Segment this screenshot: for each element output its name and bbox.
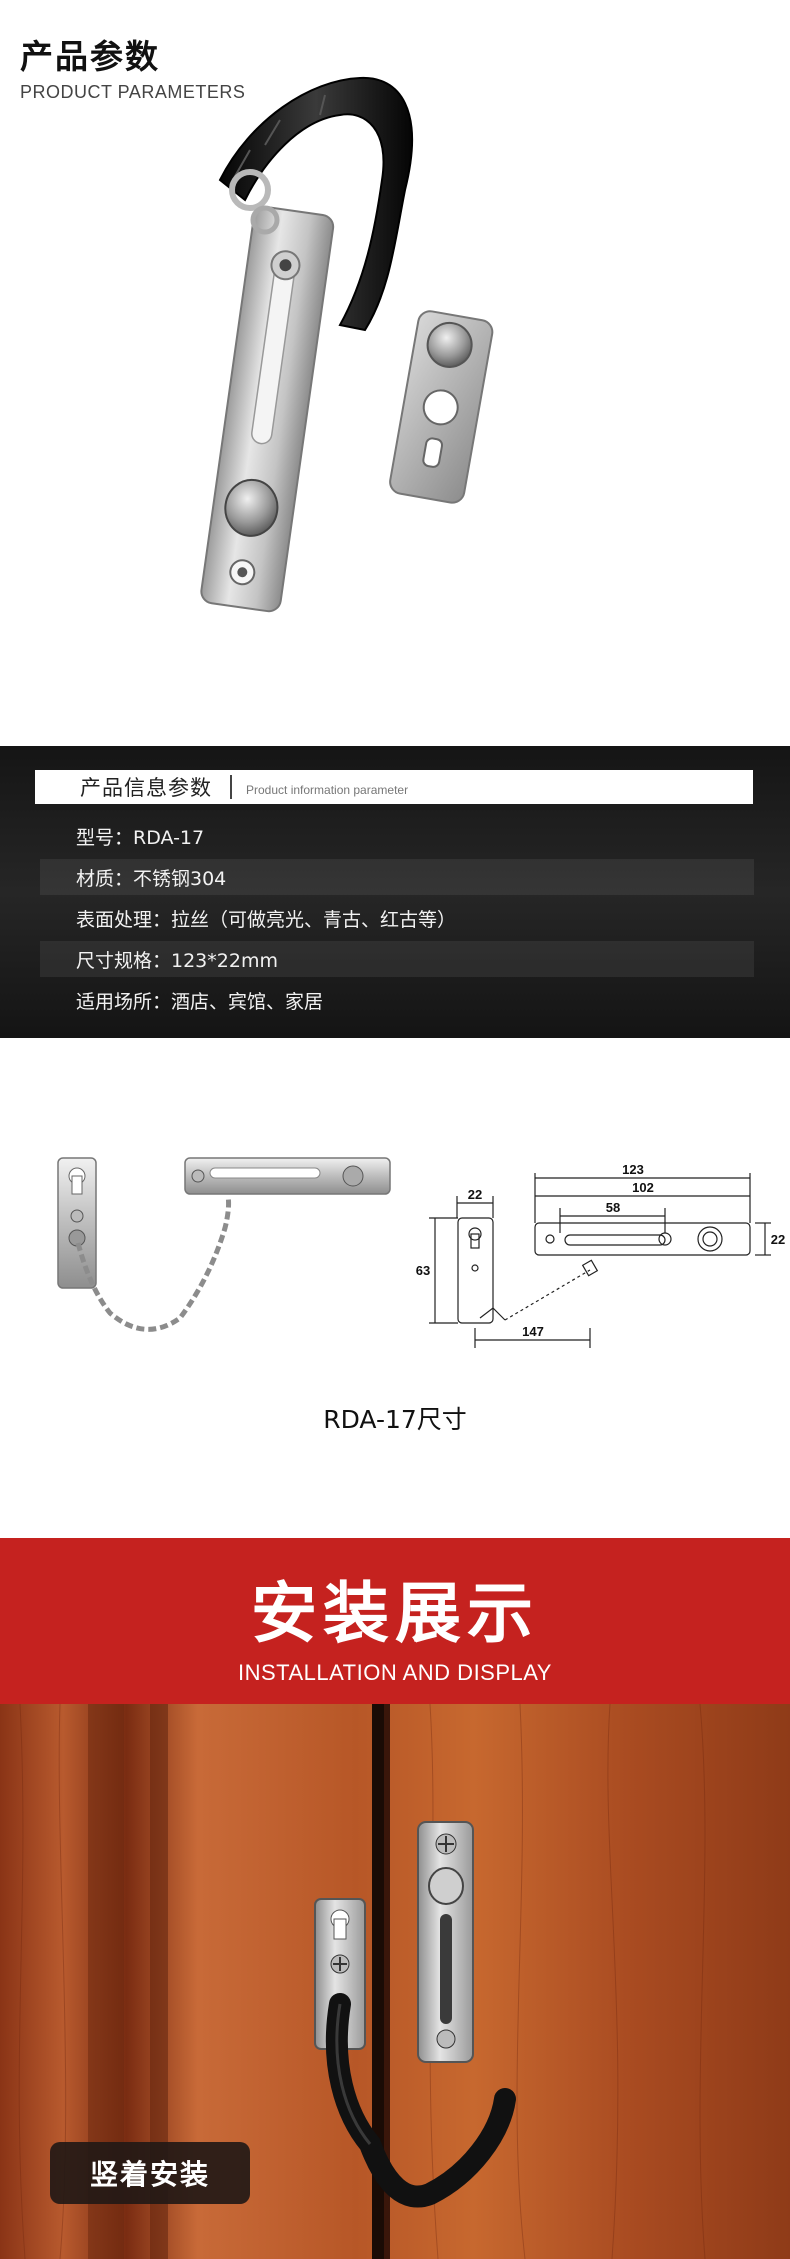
title-divider: [230, 775, 232, 799]
dimension-drawing: 123 102 58 22 22 63 147: [416, 1162, 785, 1348]
dim-58: 58: [606, 1200, 620, 1215]
param-text: 尺寸规格：123*22mm: [76, 949, 278, 972]
dimension-caption: RDA-17尺寸: [323, 1405, 467, 1434]
section-title: 产品参数: [20, 37, 160, 76]
param-row-size: 尺寸规格：123*22mm: [40, 941, 754, 977]
dim-22-top: 22: [468, 1187, 482, 1202]
info-title: 产品信息参数: [80, 776, 212, 800]
section-subtitle: PRODUCT PARAMETERS: [20, 82, 246, 102]
install-orientation-label: 竖着安装: [50, 2142, 250, 2204]
param-text: 材质：不锈钢304: [76, 867, 227, 890]
param-row-finish: 表面处理：拉丝（可做亮光、青古、红古等）: [40, 900, 754, 936]
param-row-material: 材质：不锈钢304: [40, 859, 754, 895]
dim-22-right: 22: [771, 1232, 785, 1247]
param-text: 型号：RDA-17: [76, 826, 205, 849]
banner-subtitle: INSTALLATION AND DISPLAY: [238, 1660, 552, 1685]
installation-banner: 安装展示 INSTALLATION AND DISPLAY: [0, 1538, 790, 1704]
chain-lock-photo: [57, 1157, 391, 1332]
dimension-section: 123 102 58 22 22 63 147 RDA-17尺寸: [0, 1038, 790, 1538]
param-row-usage: 适用场所：酒店、宾馆、家居: [40, 982, 754, 1018]
info-subtitle: Product information parameter: [246, 783, 409, 797]
door-chain-product-image: [200, 76, 494, 613]
dim-147: 147: [522, 1324, 544, 1339]
info-title-bar: 产品信息参数 Product information parameter: [35, 770, 753, 804]
section-header: 产品参数 PRODUCT PARAMETERS: [20, 30, 245, 103]
dim-123: 123: [622, 1162, 644, 1177]
product-info-panel: 产品信息参数 Product information parameter 型号：…: [0, 746, 790, 1038]
param-row-model: 型号：RDA-17: [40, 818, 754, 854]
param-text: 表面处理：拉丝（可做亮光、青古、红古等）: [76, 908, 457, 931]
installation-photo: 竖着安装: [0, 1704, 790, 2259]
banner-title: 安装展示: [251, 1575, 539, 1652]
param-text: 适用场所：酒店、宾馆、家居: [76, 990, 324, 1013]
dim-102: 102: [632, 1180, 654, 1195]
dim-63: 63: [416, 1263, 430, 1278]
